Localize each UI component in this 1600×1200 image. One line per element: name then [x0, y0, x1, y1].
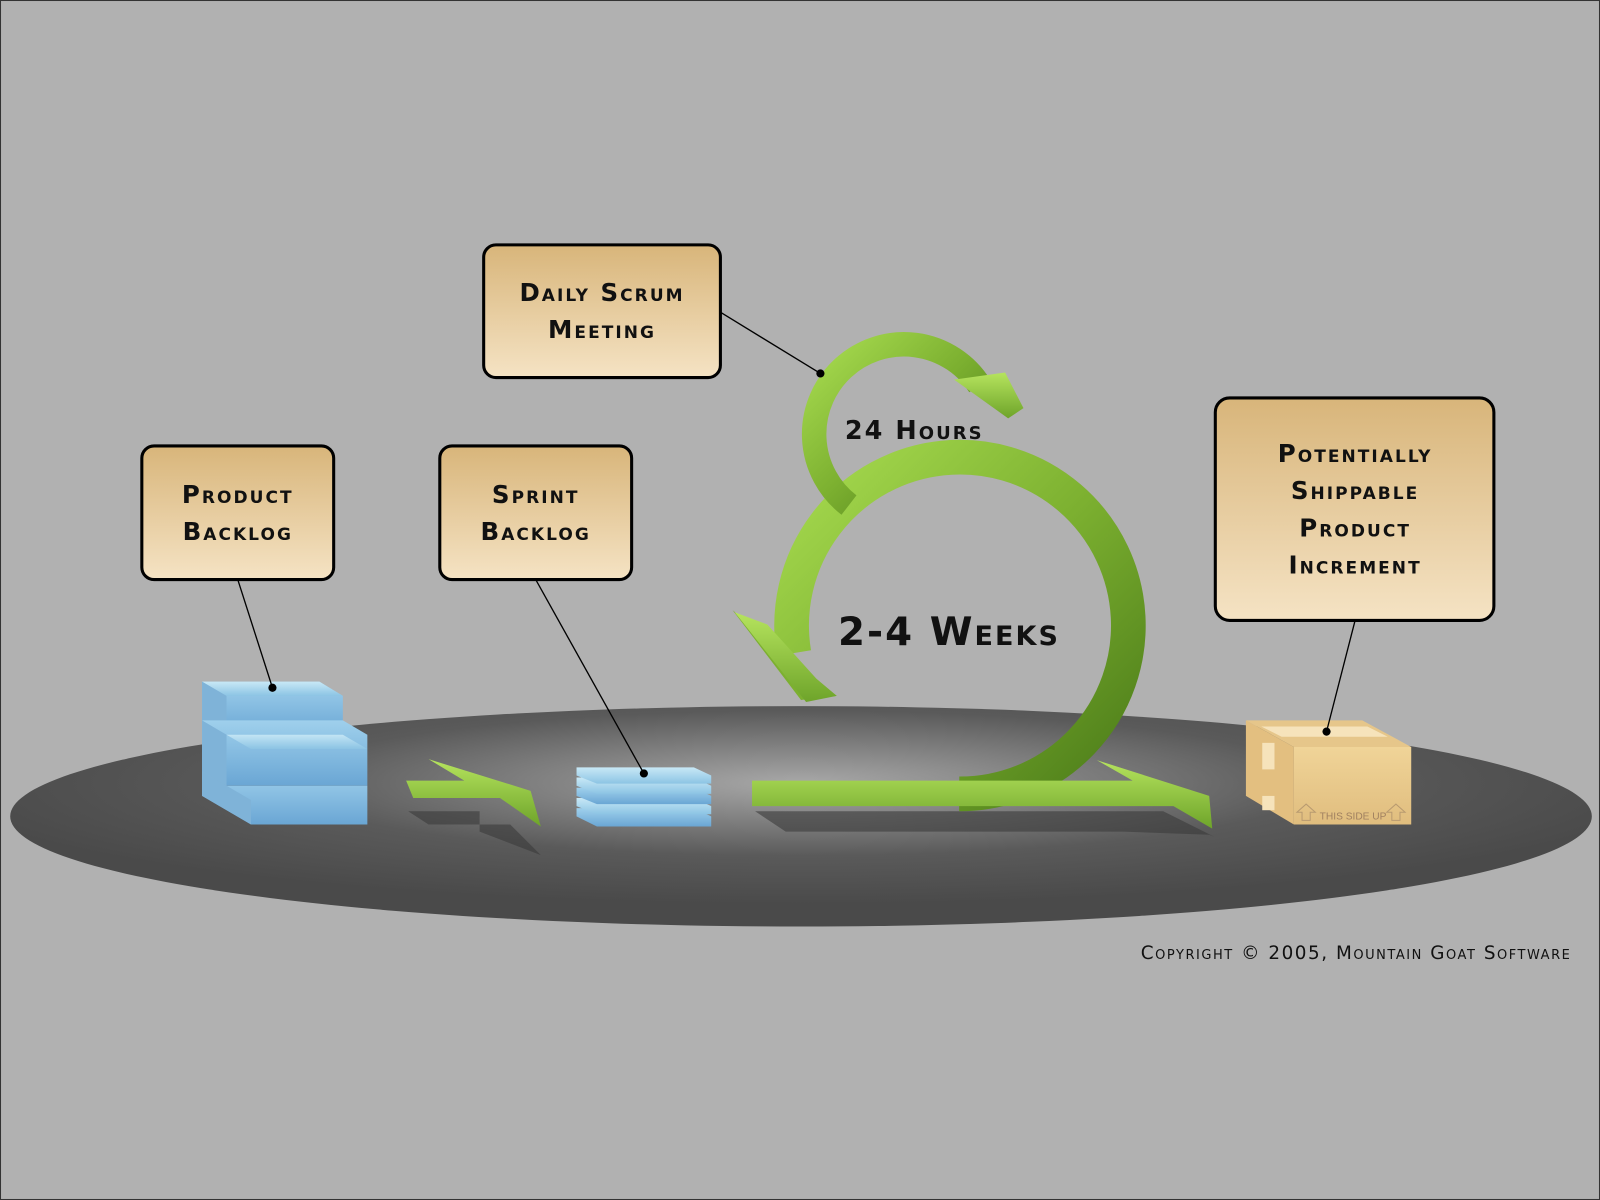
sprint-cycle-arrow: [732, 439, 1213, 829]
daily-cycle-label: 24 Hours: [845, 416, 984, 446]
callout-daily-scrum: Daily Scrum Meeting: [482, 243, 722, 380]
callout-increment: Potentially Shippable Product Increment: [1213, 396, 1496, 622]
sprint-backlog-label-line2: Backlog: [481, 517, 591, 546]
increment-label-line1: Potentially: [1278, 439, 1433, 468]
leader-dots: [268, 369, 1331, 778]
increment-label-line4: Increment: [1288, 550, 1421, 579]
copyright-text: Copyright © 2005, Mountain Goat Software: [1141, 943, 1572, 964]
product-backlog-label-line2: Backlog: [183, 517, 293, 546]
arrow-shadow: [755, 811, 1215, 837]
product-backlog-stack: [202, 681, 368, 825]
flow-arrow-small: [406, 759, 541, 856]
daily-scrum-label-line1: Daily Scrum: [519, 278, 684, 307]
product-backlog-label-line1: Product: [182, 480, 294, 509]
callout-product-backlog: Product Backlog: [140, 444, 336, 582]
daily-cycle-arrow: [801, 332, 1024, 515]
sprint-backlog-label-line1: Sprint: [492, 480, 580, 509]
increment-label-line2: Shippable: [1291, 476, 1419, 505]
leader-lines: [237, 311, 1356, 774]
sprint-cycle-label: 2-4 Weeks: [838, 610, 1060, 655]
increment-label-line3: Product: [1299, 514, 1411, 543]
shippable-increment-box: THIS SIDE UP: [1245, 720, 1412, 825]
box-print-text: THIS SIDE UP: [1320, 811, 1387, 822]
daily-scrum-label-line2: Meeting: [548, 315, 656, 344]
callout-sprint-backlog: Sprint Backlog: [438, 444, 634, 582]
